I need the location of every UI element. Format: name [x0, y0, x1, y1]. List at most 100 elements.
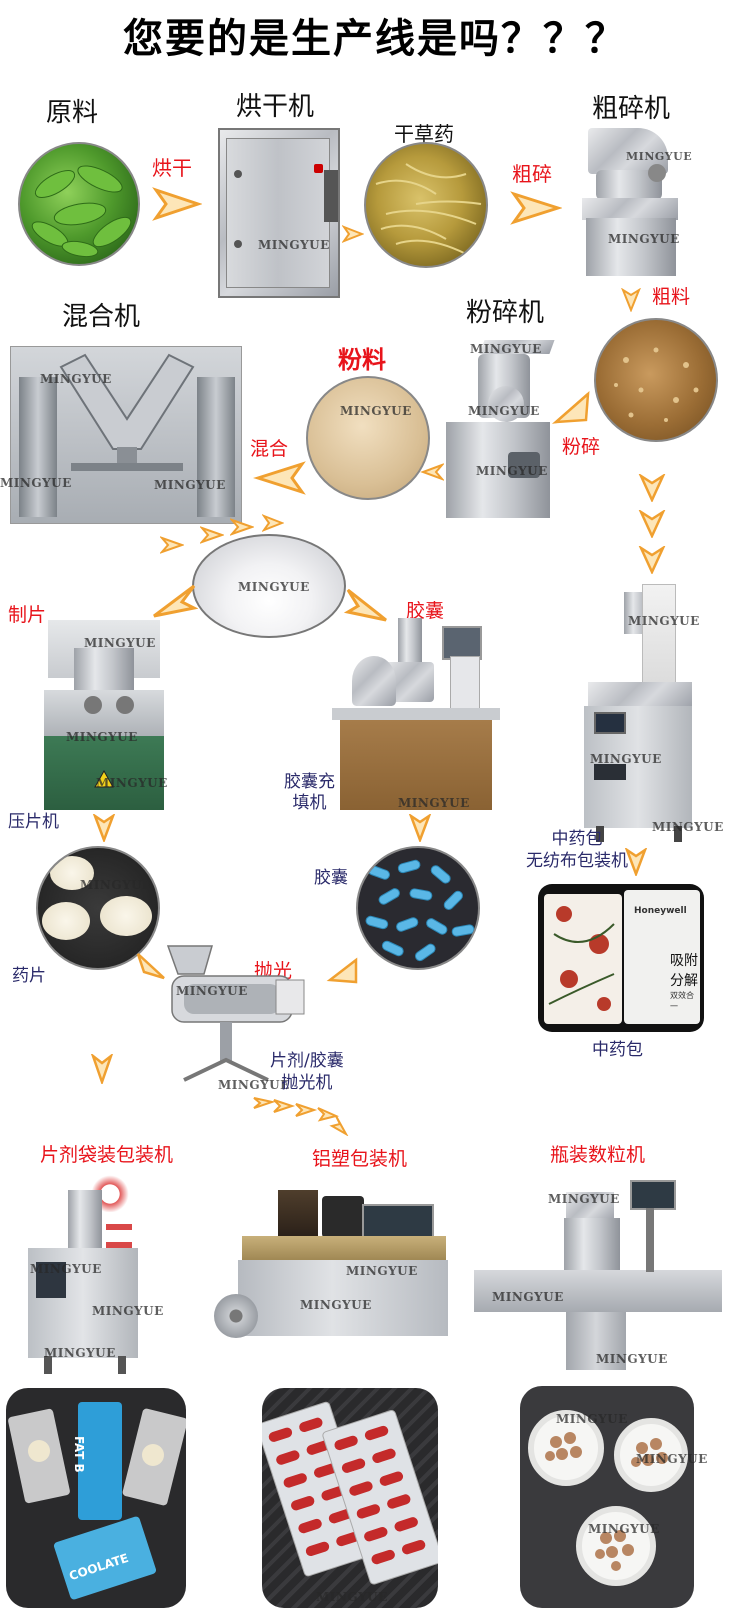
watermark: MINGYUE — [590, 752, 662, 766]
label-capsules: 胶囊 — [314, 868, 348, 888]
tablet-press-image — [44, 620, 164, 810]
label-blister-packer: 铝塑包装机 — [312, 1148, 408, 1170]
arrow-left-icon — [552, 391, 590, 424]
dry-herb-image — [364, 142, 488, 268]
watermark: MINGYUE — [628, 614, 700, 628]
tablets-image — [36, 846, 160, 970]
absorb-text-2: 分解 — [670, 973, 698, 989]
label-mixer: 混合机 — [62, 302, 141, 332]
label-tablet-step: 制片 — [8, 604, 47, 626]
watermark: MINGYUE — [492, 1290, 564, 1304]
raw-herb-image — [18, 142, 140, 266]
page-title: 您要的是生产线是吗？？？ — [123, 15, 627, 62]
arrow-down-icon — [408, 814, 432, 842]
watermark: MINGYUE — [30, 1262, 102, 1276]
absorb-text-1: 吸附 — [670, 953, 698, 969]
arrow-right-icon — [152, 187, 202, 221]
watermark: MINGYUE — [238, 580, 310, 594]
absorb-text-3: 双效合一 — [670, 991, 694, 1011]
blister-packer-image — [212, 1186, 450, 1350]
bottle-counter-image — [470, 1178, 722, 1374]
bottle-product-image — [520, 1386, 694, 1608]
watermark: MINGYUE — [0, 476, 72, 490]
watermark: MINGYUE — [636, 1452, 708, 1466]
label-herb-pack-machine: 中药包无纺布包装机 — [526, 829, 628, 872]
label-polisher: 片剂/胶囊抛光机 — [270, 1051, 344, 1094]
arrow-right-icon — [344, 588, 387, 622]
herb-pack-image: Honeywell 吸附 分解 双效合一 — [538, 884, 704, 1032]
arrow-down-icon — [638, 510, 666, 538]
coarse-material-image — [594, 318, 718, 442]
watermark: MINGYUE — [346, 1264, 418, 1278]
watermark: MINGYUE — [258, 238, 330, 252]
label-herb-pack: 中药包 — [592, 1040, 643, 1060]
arrow-left-icon — [253, 461, 306, 495]
arrow-down-icon — [90, 1054, 114, 1084]
label-coarse-material: 粗料 — [652, 286, 691, 308]
polisher-machine-image — [164, 940, 308, 1092]
arrow-right-icon — [253, 1097, 349, 1136]
arrow-label-coarse: 粗碎 — [512, 162, 552, 186]
watermark: MINGYUE — [80, 878, 152, 892]
watermark: MINGYUE — [300, 1298, 372, 1312]
blister-product-image — [262, 1388, 438, 1608]
arrow-left-icon — [153, 584, 198, 618]
watermark: MINGYUE — [96, 776, 168, 790]
arrow-right-icon — [230, 518, 254, 536]
arrow-down-icon — [624, 848, 648, 876]
watermark: MINGYUE — [92, 1304, 164, 1318]
label-coarse-crusher: 粗碎机 — [592, 94, 671, 124]
watermark: MINGYUE — [398, 796, 470, 810]
arrow-left-icon — [326, 957, 358, 984]
watermark: MINGYUE — [40, 372, 112, 386]
watermark: MINGYUE — [556, 1412, 628, 1426]
arrow-right-icon — [160, 536, 184, 554]
watermark: MINGYUE — [588, 1522, 660, 1536]
label-bag-packer: 片剂袋装包装机 — [40, 1144, 174, 1166]
label-dryer: 烘干机 — [236, 92, 315, 122]
watermark: MINGYUE — [316, 1590, 388, 1604]
watermark: MINGYUE — [340, 404, 412, 418]
arrow-right-icon — [262, 514, 284, 532]
watermark: MINGYUE — [84, 636, 156, 650]
arrow-down-icon — [638, 546, 666, 574]
label-tablets: 药片 — [12, 966, 46, 986]
arrow-down-icon — [92, 814, 116, 842]
arrow-right-icon — [342, 225, 364, 243]
honeywell-text: Honeywell — [634, 906, 687, 916]
arrow-left-icon — [420, 463, 444, 481]
arrow-right-icon — [510, 191, 562, 225]
watermark: MINGYUE — [652, 820, 724, 834]
dryer-machine-image — [218, 128, 340, 298]
arrow-label-mix: 混合 — [250, 438, 289, 460]
bag-packer-image — [22, 1166, 152, 1376]
powder-image — [306, 376, 430, 500]
watermark: MINGYUE — [626, 150, 693, 163]
arrow-down-icon — [621, 288, 641, 312]
label-capsule-filler: 胶囊充填机 — [284, 772, 335, 814]
fat-text: FAT B — [72, 1436, 86, 1473]
arrow-left-icon — [136, 953, 165, 980]
watermark: MINGYUE — [476, 464, 548, 478]
capsules-image — [356, 846, 480, 970]
arrow-down-icon — [638, 474, 666, 502]
coarse-crusher-image — [578, 124, 684, 284]
arrow-label-dry: 烘干 — [152, 156, 192, 180]
label-tablet-press: 压片机 — [8, 812, 59, 832]
watermark: MINGYUE — [66, 730, 138, 744]
label-powder: 粉料 — [338, 346, 386, 374]
arrow-right-icon — [200, 526, 224, 544]
herb-pack-machine-image — [578, 578, 696, 844]
watermark: MINGYUE — [548, 1192, 620, 1206]
label-bottle-counter: 瓶装数粒机 — [550, 1144, 646, 1166]
watermark: MINGYUE — [44, 1346, 116, 1360]
label-capsule-step: 胶囊 — [406, 600, 445, 622]
pulverizer-machine-image — [442, 334, 562, 522]
capsule-filler-image — [332, 616, 502, 812]
arrow-label-crush: 粉碎 — [562, 436, 601, 458]
watermark: MINGYUE — [596, 1352, 668, 1366]
watermark: MINGYUE — [176, 984, 248, 998]
bag-product-image: FAT B COOLATE — [6, 1388, 186, 1608]
watermark: MINGYUE — [218, 1078, 290, 1092]
watermark: MINGYUE — [608, 232, 680, 246]
